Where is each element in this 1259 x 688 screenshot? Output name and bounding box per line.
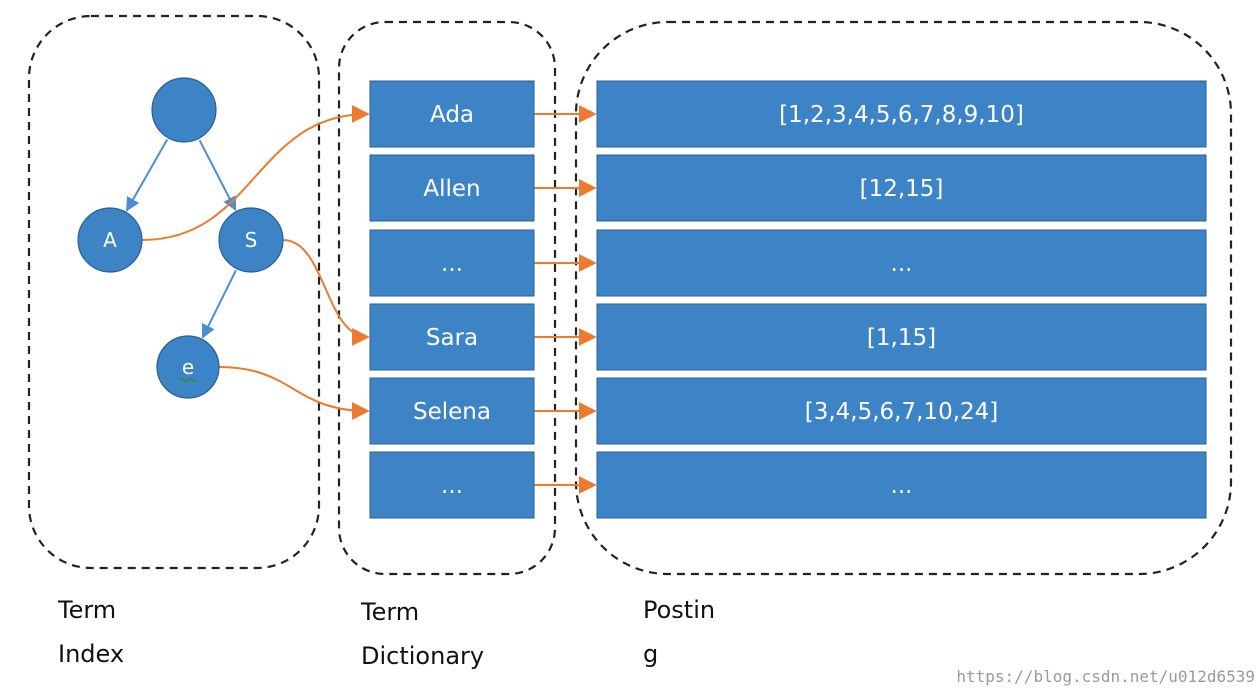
posting-box-4 — [596, 377, 1207, 445]
tree-edge-s-to-e — [201, 270, 237, 339]
caption-term-dictionary: Term Dictionary — [361, 598, 485, 670]
index-link-e — [218, 366, 370, 420]
term-index-tree: A Se — [77, 77, 284, 399]
spellcheck-squiggle — [179, 377, 197, 383]
caption-term-index: Term Index — [58, 596, 125, 668]
tree-node-label-e: e — [182, 355, 194, 379]
term-label-0: Ada — [430, 102, 474, 128]
posting-label-5: ... — [891, 473, 913, 499]
tree-edge-root-to-s — [198, 139, 237, 212]
posting-box-3 — [596, 303, 1207, 371]
term-box-3 — [369, 303, 535, 371]
term-box-2 — [369, 229, 535, 297]
term-box-5 — [369, 451, 535, 519]
tree-edges — [125, 139, 237, 339]
tree-node-e — [156, 335, 220, 399]
term-label-5: ... — [441, 473, 463, 499]
term-label-1: Allen — [423, 176, 480, 202]
tree-node-a — [77, 207, 143, 273]
posting-container — [574, 20, 1233, 576]
term-dictionary-container — [337, 20, 557, 576]
posting-label-4: [3,4,5,6,7,10,24] — [805, 399, 999, 425]
tree-node-label-s: S — [245, 228, 258, 252]
term-label-2: ... — [441, 251, 463, 277]
tree-node-label-a: A — [103, 228, 117, 252]
tree-edge-root-to-a — [125, 139, 169, 212]
index-to-dictionary-links — [141, 105, 370, 420]
watermark: https://blog.csdn.net/u012d6539 — [956, 667, 1255, 686]
tree-node-root — [151, 77, 217, 143]
posting-label-3: [1,15] — [867, 325, 936, 351]
posting-box-0 — [596, 80, 1207, 148]
tree-node-s — [218, 207, 284, 273]
dictionary-to-posting-arrows — [534, 105, 597, 494]
index-link-s — [282, 239, 370, 346]
caption-posting: Postin g — [643, 596, 716, 668]
posting-box-2 — [596, 229, 1207, 297]
posting-box-5 — [596, 451, 1207, 519]
term-box-0 — [369, 80, 535, 148]
term-box-4 — [369, 377, 535, 445]
posting-box-1 — [596, 154, 1207, 222]
index-link-a — [141, 105, 370, 241]
term-index-container — [27, 14, 321, 570]
posting-lists: [1,2,3,4,5,6,7,8,9,10] [12,15]... [1,15] [3… — [596, 80, 1207, 519]
posting-label-0: [1,2,3,4,5,6,7,8,9,10] — [779, 102, 1024, 128]
term-box-1 — [369, 154, 535, 222]
posting-label-2: ... — [891, 251, 913, 277]
posting-label-1: [12,15] — [860, 176, 944, 202]
term-label-3: Sara — [426, 325, 478, 351]
term-label-4: Selena — [413, 399, 491, 425]
